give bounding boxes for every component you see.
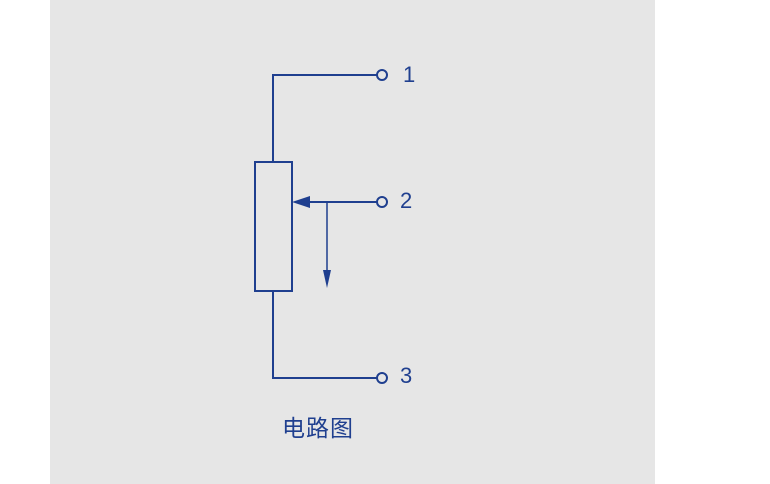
wire-terminal-3 [272,291,377,379]
terminal-3-circle [376,372,388,384]
diagram-canvas [50,0,655,484]
terminal-3-label: 3 [400,363,413,388]
resistor-body [254,161,293,292]
diagram-caption: 电路图 [282,416,354,442]
terminal-2-label: 2 [400,188,413,213]
adjust-arrowhead [323,270,331,288]
wire-terminal-1 [272,74,377,162]
terminal-1-circle [376,69,388,81]
wiper-arrowhead [292,196,310,208]
terminal-1-label: 1 [403,62,416,87]
terminal-2-circle [376,196,388,208]
